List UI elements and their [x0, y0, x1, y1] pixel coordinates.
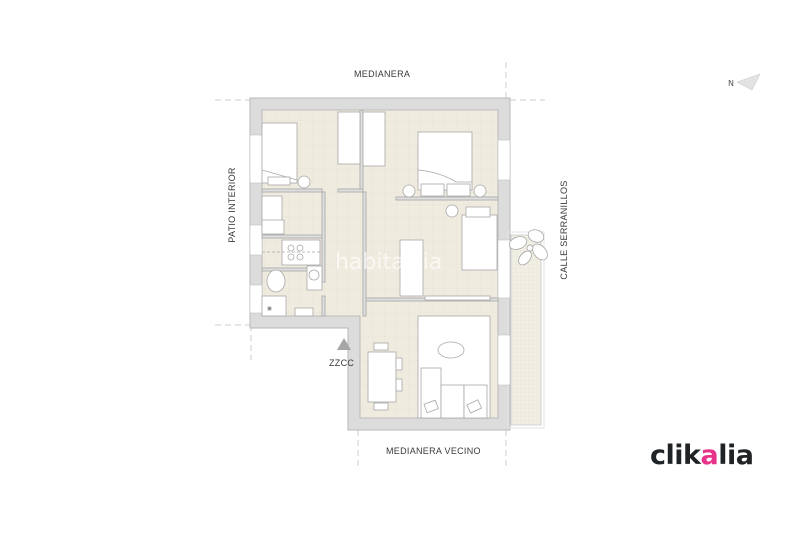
bedroom-1 — [261, 122, 311, 189]
living-dining — [367, 315, 491, 419]
label-patio-interior: PATIO INTERIOR — [227, 167, 237, 243]
wardrobes — [337, 111, 386, 167]
bedroom-3 — [399, 204, 498, 301]
bedroom-2 — [402, 131, 487, 198]
label-top-medianera: MEDIANERA — [354, 69, 411, 79]
north-compass-icon: N — [728, 73, 761, 91]
balcony — [510, 234, 542, 426]
label-bottom-medianera-vecino: MEDIANERA VECINO — [386, 446, 481, 456]
clikalia-logo: clikalia — [650, 440, 754, 471]
entrance-marker-icon — [337, 338, 351, 350]
svg-text:N: N — [728, 79, 734, 88]
bathroom — [261, 265, 323, 317]
watermark: habitaclia — [335, 250, 443, 275]
logo-house-accent: a — [700, 440, 719, 471]
logo-text-prefix: clik — [650, 440, 701, 471]
label-entrance-zzcc: ZZCC — [329, 358, 355, 368]
label-calle-serranillos: CALLE SERRANILLOS — [559, 180, 569, 280]
plant-icon — [508, 229, 548, 266]
logo-text-suffix: lia — [718, 440, 754, 471]
kitchen — [261, 195, 322, 266]
